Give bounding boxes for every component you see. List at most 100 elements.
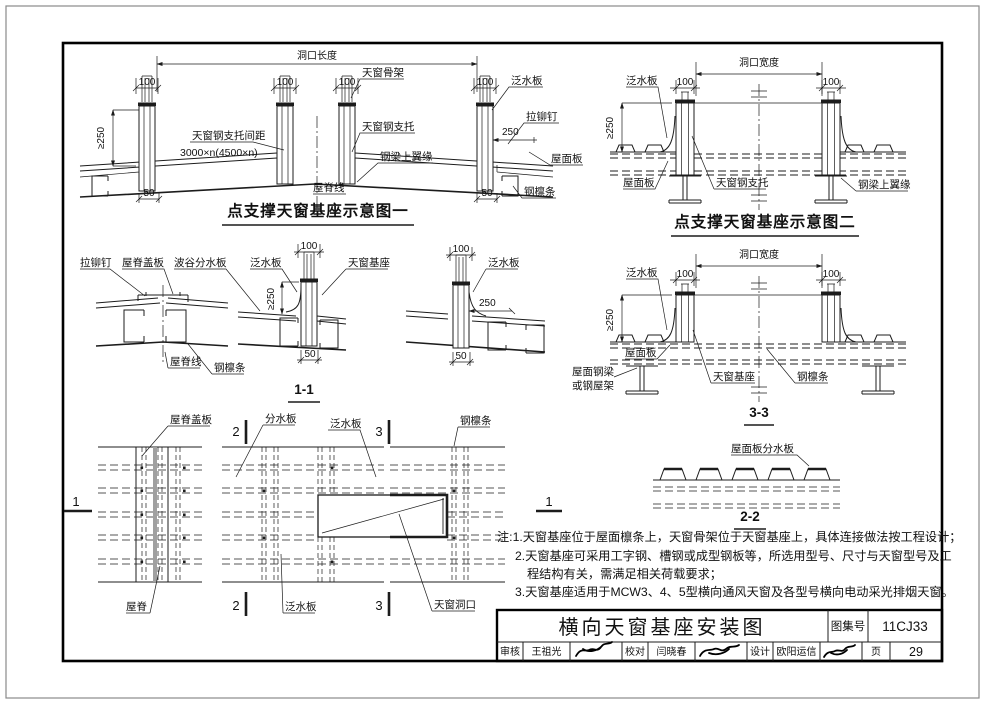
dim-100: 100 xyxy=(132,77,162,94)
flashing-curve xyxy=(468,291,487,317)
skylight-opening xyxy=(317,493,449,539)
flashing-curve xyxy=(659,307,857,343)
label-base: 天窗基座 xyxy=(713,370,755,383)
designer-name: 欧阳运信 xyxy=(777,646,817,658)
dim-100: 100 xyxy=(670,269,700,286)
leader-flashing-bottom xyxy=(280,553,315,614)
svg-text:100: 100 xyxy=(677,77,694,88)
svg-text:100: 100 xyxy=(823,77,840,88)
leader-roof-divider xyxy=(731,454,810,467)
label-beam-flange: 钢梁上翼缘 xyxy=(858,178,911,191)
leader-opening xyxy=(398,513,475,612)
skylight-base-post xyxy=(675,283,695,343)
proofreader-name: 闫晓春 xyxy=(657,645,687,658)
dim-text-opening-length: 洞口长度 xyxy=(297,49,337,62)
leader-ridge xyxy=(126,565,161,614)
design-label: 设计 xyxy=(750,645,770,658)
purlin-section xyxy=(123,309,145,343)
label-base: 天窗基座 xyxy=(348,256,390,269)
leader-trough-divider xyxy=(174,268,261,312)
dim-opening-length: 洞口长度 xyxy=(156,49,478,92)
svg-text:50: 50 xyxy=(143,188,155,199)
leader-flashing-left xyxy=(250,268,298,293)
leader-support-spacing xyxy=(190,141,285,151)
svg-text:100: 100 xyxy=(339,77,356,88)
svg-text:2: 2 xyxy=(232,424,239,439)
dim-opening-width: 洞口宽度 xyxy=(695,248,823,288)
skylight-post xyxy=(675,91,695,176)
svg-text:≥250: ≥250 xyxy=(605,116,616,139)
leader-purlin xyxy=(187,343,244,375)
fastener-dots xyxy=(262,466,456,564)
leader-flashing-right xyxy=(472,268,518,293)
svg-text:50: 50 xyxy=(304,349,316,360)
label-flashing: 泛水板 xyxy=(511,74,543,87)
svg-text:≥250: ≥250 xyxy=(266,287,277,310)
skylight-post xyxy=(300,251,318,347)
section-marker-2-top: 2 xyxy=(232,420,248,444)
label-rivet: 拉铆钉 xyxy=(526,110,558,123)
dim-ge250: ≥250 xyxy=(605,102,672,153)
dim-100: 100 xyxy=(816,77,846,94)
leader-divider xyxy=(235,424,295,478)
label-roof-beam-1: 屋面钢梁 xyxy=(572,365,614,378)
leader-ridge-line xyxy=(164,351,200,369)
label-purlin: 钢檩条 xyxy=(524,185,556,198)
detail-section-2-2: 屋面板分水板 2-2 xyxy=(653,442,840,530)
dim-100: 100 xyxy=(470,77,500,94)
detail-title: 1-1 xyxy=(294,382,314,397)
label-purlin: 钢檩条 xyxy=(797,370,829,383)
signature-designer xyxy=(823,644,856,658)
svg-text:50: 50 xyxy=(481,188,493,199)
page-label: 页 xyxy=(871,646,881,658)
label-support-spacing-value: 3000×n(4500×n) xyxy=(180,147,258,159)
page-number: 29 xyxy=(909,645,923,659)
note-line-3: 程结构有关，需满足相关荷载要求； xyxy=(527,566,722,581)
svg-text:100: 100 xyxy=(139,77,156,88)
label-flashing: 泛水板 xyxy=(626,74,658,87)
steel-beam xyxy=(625,365,659,395)
dim-ge250: ≥250 xyxy=(96,109,139,167)
svg-text:2: 2 xyxy=(232,598,239,613)
dim-50: 50 xyxy=(449,351,474,366)
label-flashing-bottom: 泛水板 xyxy=(285,600,317,613)
leader-flashing xyxy=(626,86,668,139)
label-trough-divider: 波谷分水板 xyxy=(174,256,227,269)
label-ridge-cover: 屋脊盖板 xyxy=(122,256,164,269)
label-flashing-right: 泛水板 xyxy=(488,256,520,269)
steel-beam xyxy=(861,365,895,395)
leader-skylight-frame xyxy=(350,78,404,99)
leader-beam-flange xyxy=(356,162,433,183)
svg-text:100: 100 xyxy=(677,269,694,280)
svg-text:1: 1 xyxy=(545,494,552,509)
reviewer-name: 王祖光 xyxy=(532,645,562,658)
label-opening: 天窗洞口 xyxy=(434,598,476,611)
leader-purlin xyxy=(512,185,556,199)
leader-beam-flange xyxy=(840,177,908,192)
leader-steel-support xyxy=(691,135,766,190)
label-beam-flange: 钢梁上翼缘 xyxy=(380,150,433,163)
fastener-dots xyxy=(140,466,186,564)
label-divider: 分水板 xyxy=(265,412,297,425)
label-ridge-line: 屋脊线 xyxy=(313,181,345,194)
label-flashing: 泛水板 xyxy=(626,266,658,279)
skylight-post xyxy=(138,75,156,192)
label-roof-beam-2: 或钢屋架 xyxy=(572,379,614,392)
svg-text:250: 250 xyxy=(479,298,496,309)
leader-roof-panel xyxy=(623,160,669,190)
leader-base xyxy=(692,329,755,384)
section-marker-3-top: 3 xyxy=(375,420,391,444)
detail-section-1-1: 100 100 ≥250 250 50 50 拉铆钉 屋脊盖板 波谷 xyxy=(80,241,546,403)
label-roof-panel: 屋面板 xyxy=(625,346,657,359)
steel-beam xyxy=(668,175,702,204)
detail-title: 2-2 xyxy=(740,509,760,524)
leader-roof-panel xyxy=(528,151,583,166)
label-steel-support: 天窗钢支托 xyxy=(716,176,769,189)
note-line-2: 2.天窗基座可采用工字钢、槽钢或成型钢板等，所选用型号、尺寸与天窗型号及工 xyxy=(515,548,952,563)
svg-text:≥250: ≥250 xyxy=(96,126,107,149)
leader-ridge-cover xyxy=(141,425,210,457)
dim-250: 250 xyxy=(492,127,537,143)
label-skylight-frame: 天窗骨架 xyxy=(362,66,404,79)
dim-100: 100 xyxy=(332,77,362,94)
